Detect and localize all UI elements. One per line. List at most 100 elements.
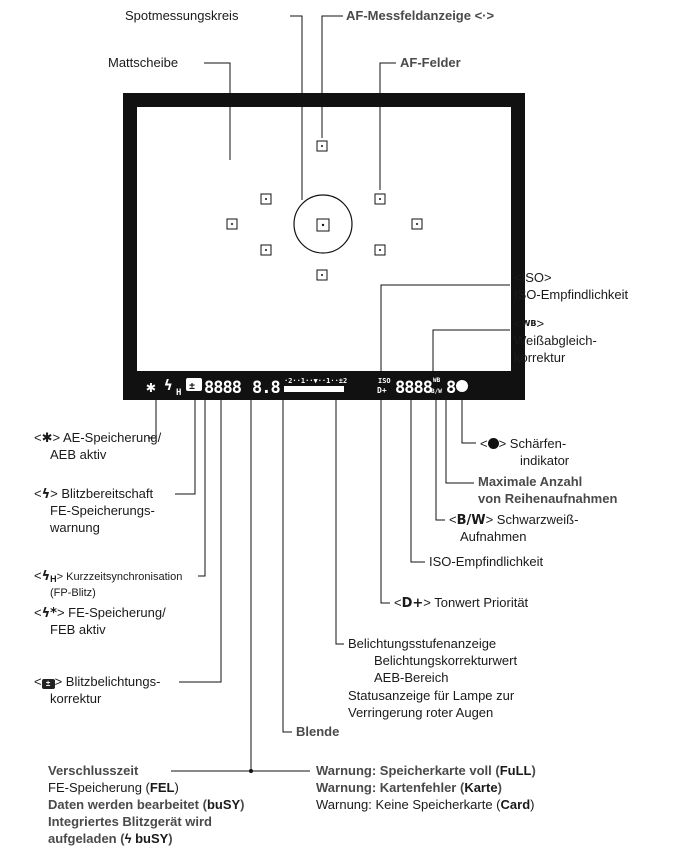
svg-text:8.8: 8.8 bbox=[252, 378, 280, 398]
label-fec-line2: korrektur bbox=[50, 691, 102, 706]
label-card-error: Warnung: Kartenfehler (Karte) bbox=[316, 780, 502, 796]
svg-text:D+: D+ bbox=[377, 386, 387, 395]
label-flash-line2: FE-Speicherungs- bbox=[50, 503, 155, 518]
bw-open: < bbox=[449, 512, 457, 527]
shutter-dot bbox=[249, 769, 253, 773]
label-wb-line1: Weißabgleich- bbox=[514, 333, 597, 348]
label-fec: <±> Blitzbelichtungs- bbox=[34, 674, 160, 690]
label-hs-line2: (FP-Blitz) bbox=[50, 587, 96, 599]
focus-text: > Schärfen- bbox=[498, 436, 567, 451]
focus-open: < bbox=[480, 436, 488, 451]
charge-post: ) bbox=[168, 831, 173, 846]
full-bold: FuLL bbox=[499, 763, 532, 778]
bw-icon: B/W bbox=[456, 513, 486, 528]
fec-open: < bbox=[34, 674, 42, 689]
hs-text: > Kurzzeitsynchronisation bbox=[56, 571, 183, 583]
busy-bold: buSY bbox=[206, 797, 241, 812]
wb-comp-icon: WB bbox=[522, 319, 537, 328]
ae-lock-icon: ✱ bbox=[41, 431, 53, 446]
focus-indicator-icon bbox=[487, 438, 499, 449]
ae-open: < bbox=[34, 430, 42, 445]
card-pre: Warnung: Keine Speicherkarte ( bbox=[316, 797, 501, 812]
bw-text: > Schwarzweiß- bbox=[485, 512, 579, 527]
spot-metering-circle bbox=[293, 194, 353, 254]
fel-pre: FE-Speicherung ( bbox=[48, 780, 150, 795]
card-bold: Card bbox=[500, 797, 531, 812]
lcd-star: ✱ bbox=[146, 377, 156, 396]
svg-text:ISO: ISO bbox=[378, 377, 391, 385]
label-shutter: Verschlusszeit bbox=[48, 763, 139, 778]
svg-text:±: ± bbox=[189, 381, 195, 392]
label-flash-ready: <ϟ> Blitzbereitschaft bbox=[34, 486, 153, 503]
fel-post: ) bbox=[174, 780, 179, 795]
err-pre: Warnung: Kartenfehler ( bbox=[316, 780, 465, 795]
flash-text: > Blitzbereitschaft bbox=[50, 486, 154, 501]
label-iso-sens-2: ISO-Empfindlichkeit bbox=[429, 554, 544, 569]
label-aperture: Blende bbox=[296, 724, 340, 739]
dplus-icon: D+ bbox=[401, 596, 424, 611]
busy-post: ) bbox=[240, 797, 245, 812]
label-flash-charge-2: aufgeladen (ϟ buSY) bbox=[48, 831, 173, 847]
label-fe-lock-fel: FE-Speicherung (FEL) bbox=[48, 780, 179, 796]
svg-text:·2··1··▼··1··±2: ·2··1··▼··1··±2 bbox=[284, 377, 347, 385]
dplus-text: > Tonwert Priorität bbox=[423, 595, 529, 610]
wb-icon-text: WB bbox=[521, 319, 537, 328]
full-pre: Warnung: Speicherkarte voll ( bbox=[316, 763, 500, 778]
high-speed-sub: H bbox=[50, 574, 57, 584]
label-fe-lock: <ϟ*> FE-Speicherung/ bbox=[34, 605, 166, 622]
leader-lines bbox=[148, 15, 510, 772]
label-spot-circle: Spotmessungskreis bbox=[125, 8, 239, 23]
lcd-exposure-scale bbox=[284, 386, 344, 392]
svg-text:8888: 8888 bbox=[204, 378, 242, 398]
label-busy: Daten werden bearbeitet (buSY) bbox=[48, 797, 245, 813]
lcd-h: H bbox=[176, 388, 181, 398]
svg-text:WB: WB bbox=[433, 377, 441, 384]
busy-pre: Daten werden bearbeitet ( bbox=[48, 797, 207, 812]
label-af-point-display: AF-Messfeldanzeige <·> bbox=[346, 8, 495, 23]
label-iso-sens: ISO-Empfindlichkeit bbox=[514, 287, 629, 302]
lcd-flash: ϟ bbox=[164, 378, 172, 394]
flash-exposure-comp-icon: ± bbox=[41, 679, 55, 689]
label-aeb-range: AEB-Bereich bbox=[374, 670, 449, 685]
flash-icon: ϟ bbox=[41, 487, 51, 502]
fel-text: > FE-Speicherung/ bbox=[56, 605, 166, 620]
label-bw: <B/W> Schwarzweiß- bbox=[449, 512, 578, 529]
label-ae-lock: <✱> AE-Speicherung/ bbox=[34, 430, 161, 447]
label-bw-line2: Aufnahmen bbox=[460, 529, 527, 544]
svg-text:8888: 8888 bbox=[395, 378, 433, 398]
err-post: ) bbox=[497, 780, 502, 795]
charge-pre: aufgeladen ( bbox=[48, 831, 125, 846]
high-speed-flash-icon: ϟ bbox=[41, 569, 51, 584]
fel-open: < bbox=[34, 605, 42, 620]
label-focus-indicator: < > Schärfen- bbox=[480, 436, 566, 452]
label-max-burst-2: von Reihenaufnahmen bbox=[478, 491, 618, 506]
label-exp-level: Belichtungsstufenanzeige bbox=[348, 636, 497, 651]
card-post: ) bbox=[530, 797, 535, 812]
label-fel-line2: FEB aktiv bbox=[50, 622, 106, 637]
full-post: ) bbox=[531, 763, 536, 778]
fe-lock-icon: ϟ* bbox=[41, 606, 57, 621]
label-red-eye-2: Verringerung roter Augen bbox=[348, 705, 494, 720]
svg-text:B/W: B/W bbox=[431, 388, 442, 395]
err-bold: Karte bbox=[464, 780, 498, 795]
label-max-burst-1: Maximale Anzahl bbox=[478, 474, 583, 489]
label-flash-charge-1: Integriertes Blitzgerät wird bbox=[48, 814, 212, 829]
flash-open: < bbox=[34, 486, 42, 501]
wb-close: > bbox=[536, 316, 545, 331]
svg-text:8: 8 bbox=[446, 378, 456, 398]
label-focus-line2: indikator bbox=[520, 453, 570, 468]
label-iso-icon: <ISO> bbox=[514, 270, 552, 285]
dplus-open: < bbox=[394, 595, 402, 610]
label-exp-comp: Belichtungskorrekturwert bbox=[374, 653, 518, 668]
fel-bold: FEL bbox=[149, 780, 175, 795]
hs-open: < bbox=[34, 568, 42, 583]
label-red-eye-1: Statusanzeige für Lampe zur bbox=[348, 688, 515, 703]
label-ae-line2: AEB aktiv bbox=[50, 447, 107, 462]
lcd-elements: ✱ ϟ H ± 8888 8.8 ·2··1··▼··1··±2 ISO D+ … bbox=[146, 377, 468, 398]
label-flash-line3: warnung bbox=[50, 520, 100, 535]
label-wb-line2: korrektur bbox=[514, 350, 566, 365]
label-card-full: Warnung: Speicherkarte voll (FuLL) bbox=[316, 763, 536, 779]
af-point-dots bbox=[231, 145, 418, 276]
label-af-points: AF-Felder bbox=[400, 55, 461, 70]
